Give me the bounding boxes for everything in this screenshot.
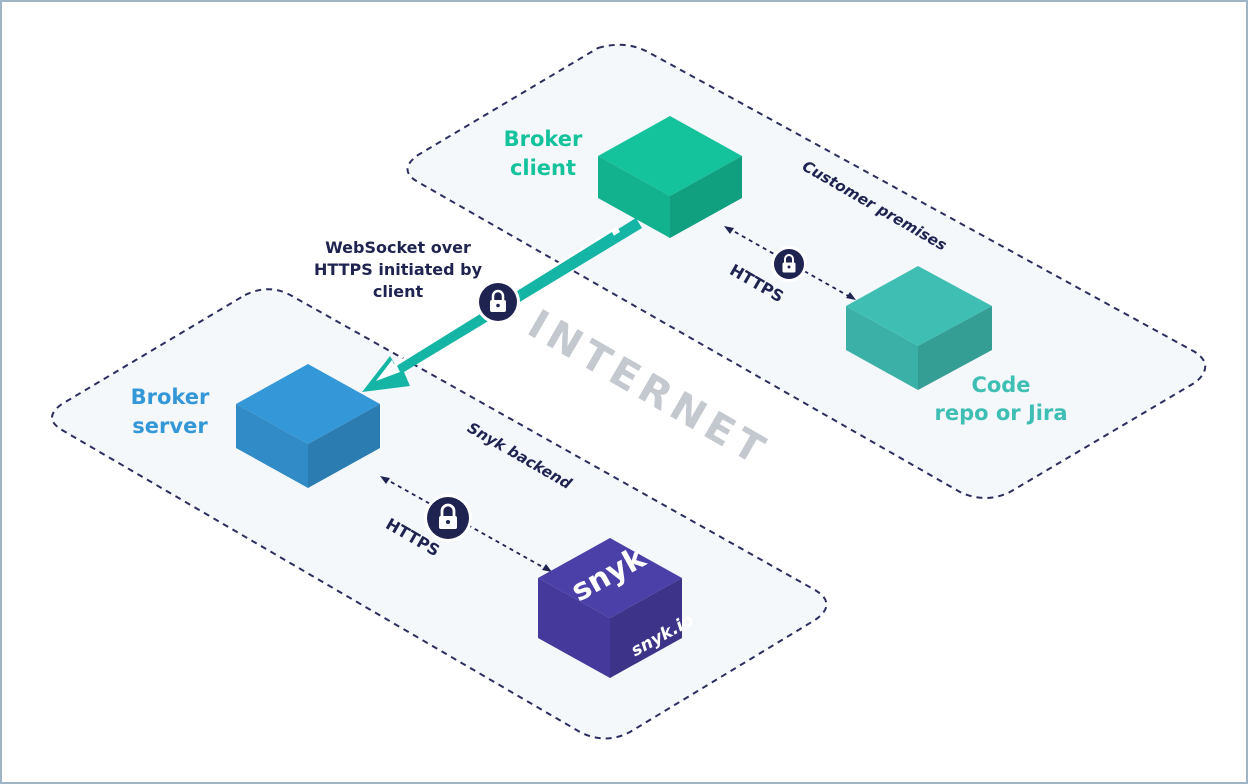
server-snyk-https-link (380, 476, 552, 572)
broker-server-label-line1: Broker (131, 385, 210, 409)
broker-client-label-line2: client (510, 156, 576, 180)
broker-server-label-line2: server (132, 414, 208, 438)
code-repo-cube (846, 266, 992, 390)
broker-client-label-line1: Broker (504, 127, 583, 151)
snyk-cube (538, 538, 682, 678)
code-repo-label-line2: repo or Jira (934, 401, 1067, 425)
broker-client-cube (598, 116, 742, 238)
websocket-text-line2: HTTPS initiated by (314, 260, 483, 279)
code-repo-label-line1: Code (971, 373, 1030, 397)
websocket-text-line1: WebSocket over (325, 238, 471, 257)
client-repo-https-link (724, 226, 856, 300)
websocket-description: WebSocket over HTTPS initiated by client (314, 238, 483, 301)
websocket-text-line3: client (373, 282, 424, 301)
broker-server-cube (236, 364, 380, 488)
client-repo-padlock (771, 246, 807, 282)
websocket-padlock (476, 280, 520, 324)
server-snyk-padlock (424, 494, 472, 542)
